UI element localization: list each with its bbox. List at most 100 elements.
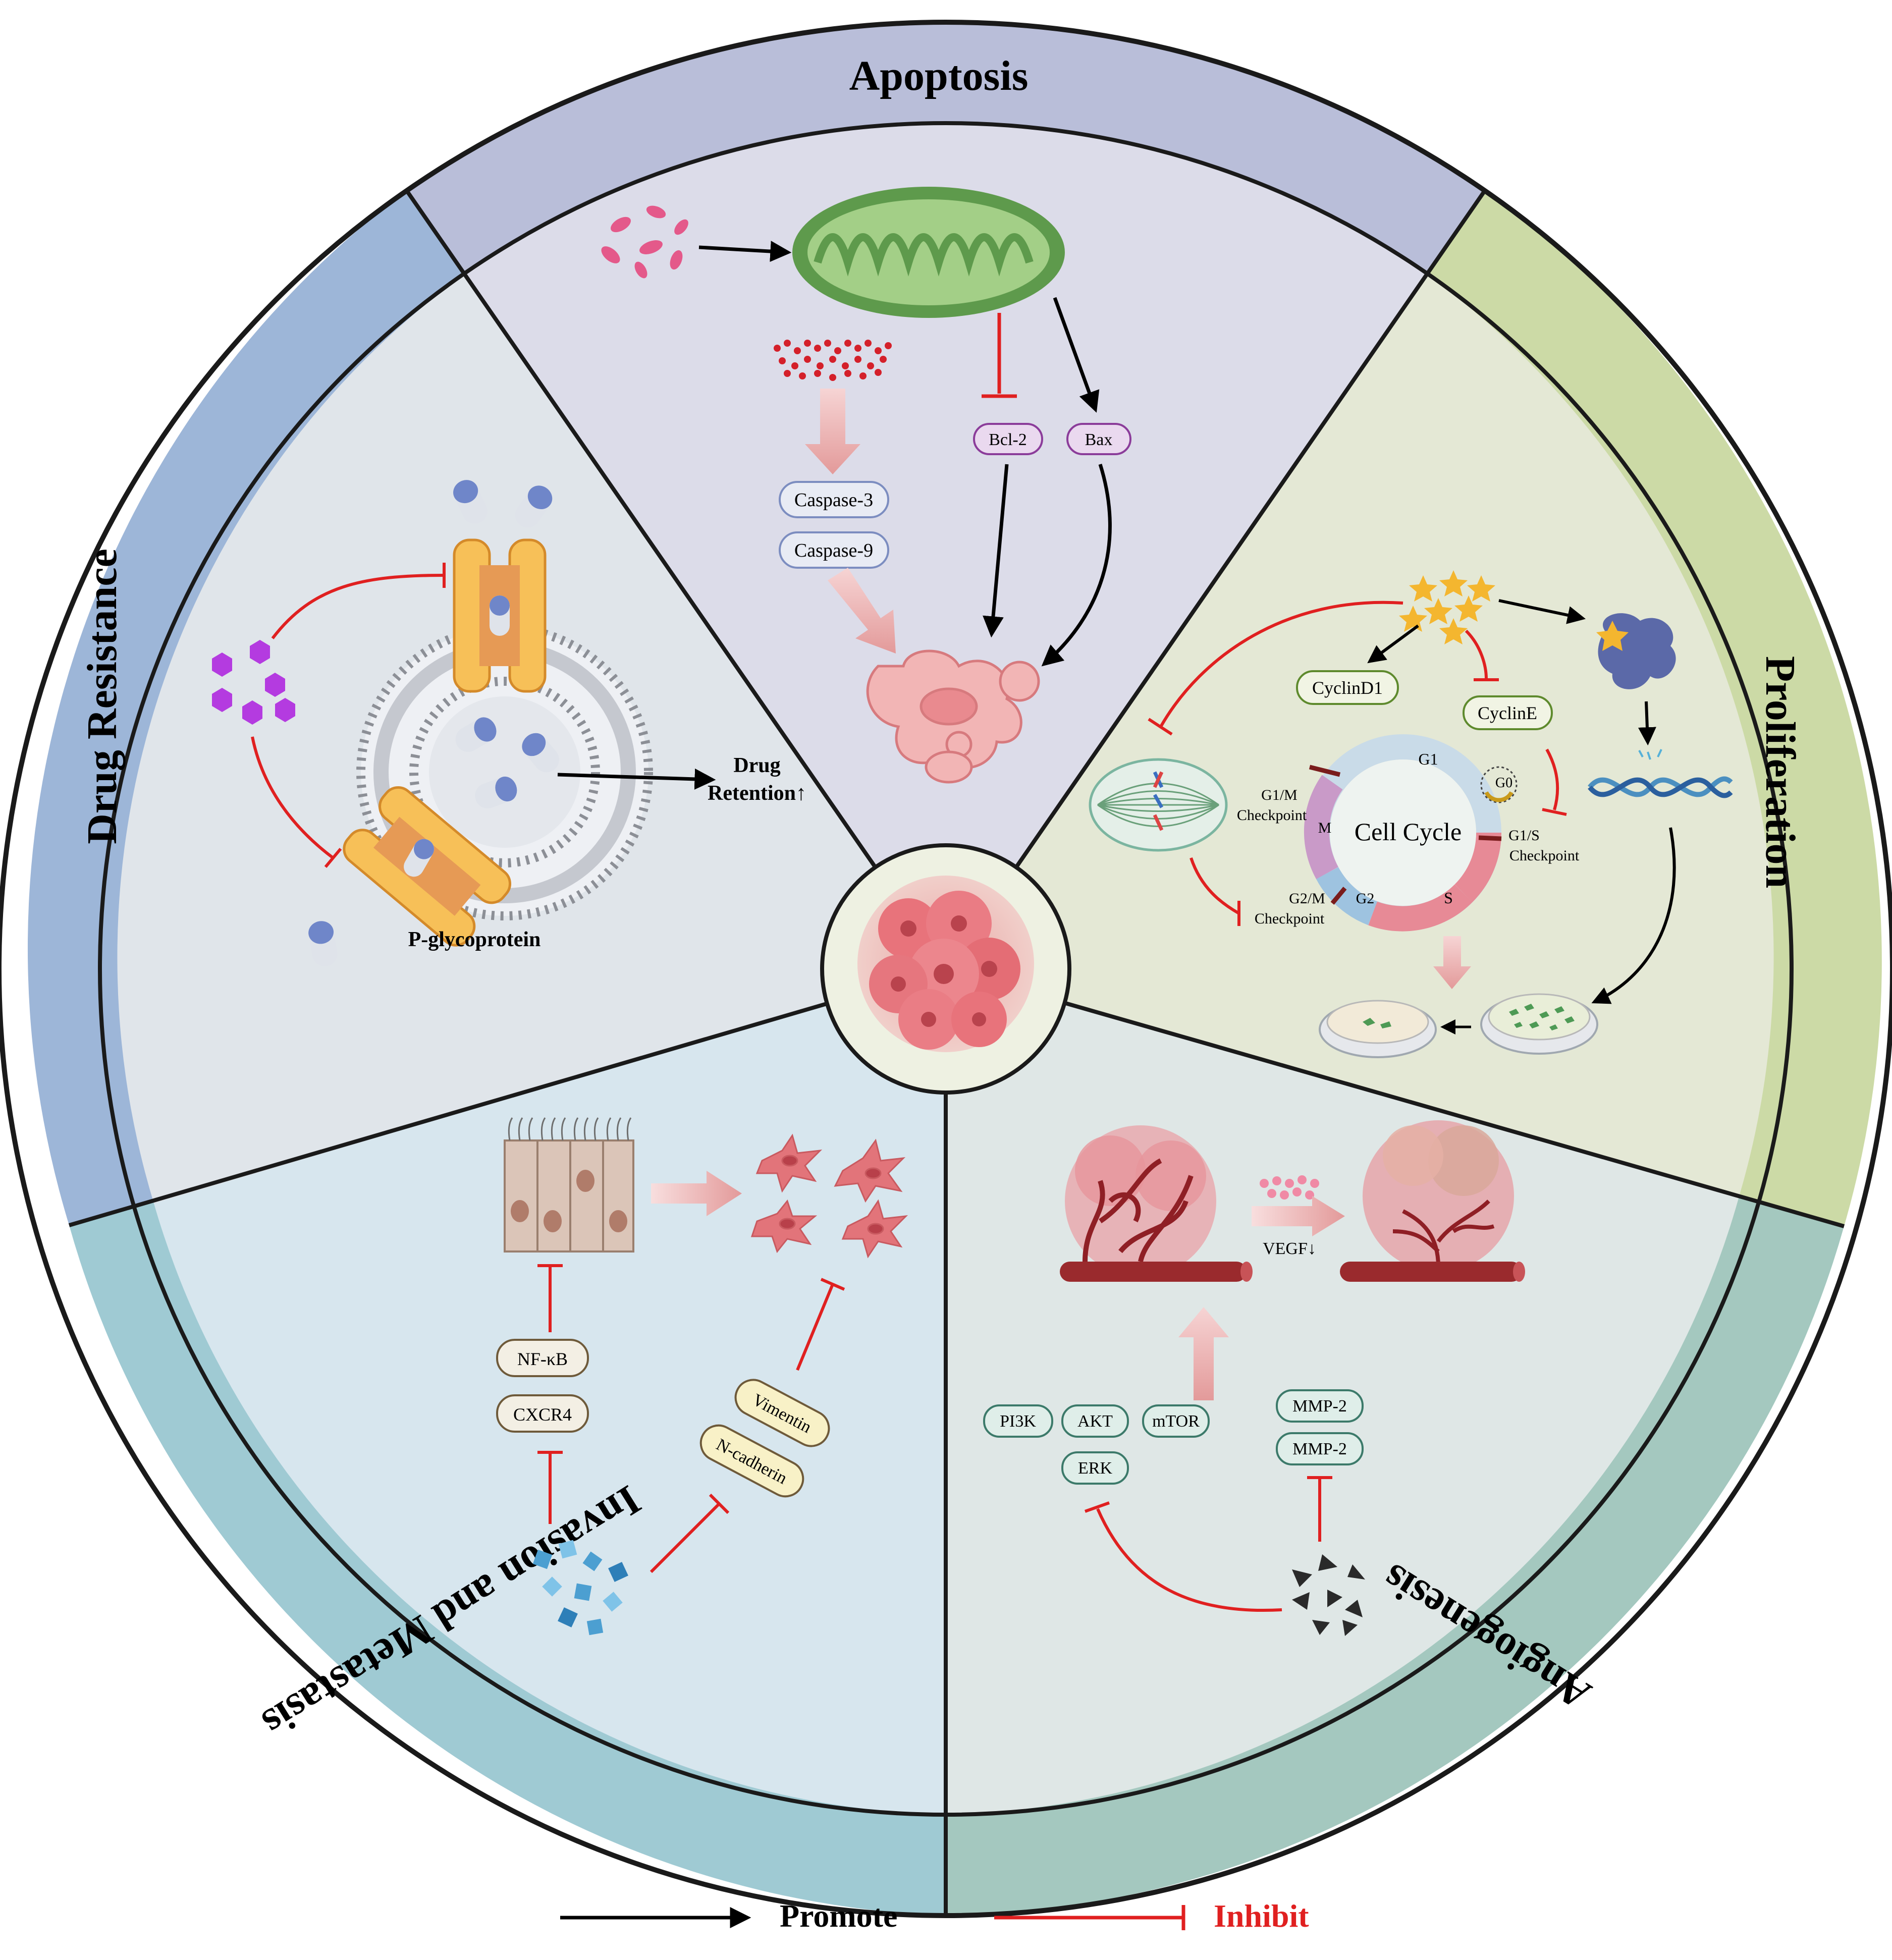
caspase9-box: Caspase-9	[779, 531, 889, 569]
svg-text:Caspase-3: Caspase-3	[794, 489, 873, 511]
compound-stars-icon	[1399, 570, 1495, 644]
arrow-stars-to-cyclind1	[1367, 624, 1419, 664]
inhibit-stars-to-mitosis	[1148, 601, 1403, 736]
g1-label: G1	[1418, 750, 1438, 768]
title-drug-resistance: Drug Resistance	[79, 549, 126, 844]
bcl2-box: Bcl-2	[973, 423, 1043, 455]
legend-inhibit-symbol	[994, 1905, 1185, 1930]
m-label: M	[1318, 820, 1332, 836]
compound-triangles-icon	[1292, 1554, 1365, 1636]
inhibit-cycline-to-g1s	[1542, 748, 1567, 816]
proliferation-panel: CyclinD1 CyclinE	[1089, 570, 1733, 1058]
inhibit-mitosis-to-g2m	[1190, 857, 1240, 926]
dna-helix-icon	[1588, 749, 1733, 798]
cxcr4-box: CXCR4	[496, 1394, 589, 1433]
sector-apoptosis	[465, 124, 1427, 969]
arrow-drug-retention	[557, 768, 716, 790]
svg-text:MMP-2: MMP-2	[1292, 1440, 1347, 1458]
svg-text:Caspase-9: Caspase-9	[794, 540, 873, 561]
svg-text:Bcl-2: Bcl-2	[989, 430, 1027, 449]
pink-arrow-to-caspase	[805, 389, 860, 474]
sector-dividers	[68, 189, 1845, 1916]
g2m-checkpoint-line2: Checkpoint	[1255, 910, 1325, 927]
svg-text:CyclinE: CyclinE	[1478, 703, 1537, 723]
pgp-transporter-top-icon	[453, 538, 547, 693]
central-tumor	[820, 843, 1071, 1095]
compound-hexagons-icon	[212, 640, 295, 725]
svg-text:mTOR: mTOR	[1152, 1412, 1200, 1431]
arrow-particles-to-mito	[698, 241, 792, 262]
inhibit-bcl2	[982, 313, 1017, 398]
inhibit-to-epithelial	[537, 1264, 563, 1332]
akt-box: AKT	[1061, 1404, 1129, 1438]
arrow-receptor-to-dna	[1638, 701, 1656, 746]
pink-arrow-to-dishes	[1433, 936, 1471, 989]
receptor-protein-icon	[1596, 613, 1676, 689]
inhibit-hex-to-pgp-bottom	[251, 736, 342, 868]
svg-text:AKT: AKT	[1077, 1412, 1113, 1431]
arrow-mito-to-bax	[1053, 297, 1100, 413]
cycline-box: CyclinE	[1463, 695, 1553, 730]
cell-cycle-label: Cell Cycle	[1355, 818, 1462, 846]
svg-text:CyclinD1: CyclinD1	[1312, 678, 1383, 698]
pi3k-box: PI3K	[983, 1404, 1053, 1438]
pgp-transporter-bottom-icon	[343, 786, 511, 947]
pink-arrow-vegf	[1252, 1196, 1345, 1236]
sector-invasion	[154, 969, 946, 1815]
erk-box: ERK	[1061, 1451, 1129, 1485]
svg-text:MMP-2: MMP-2	[1292, 1397, 1347, 1415]
compound-cubes-icon	[532, 1540, 628, 1636]
arrow-bcl2-to-cell	[983, 464, 1009, 638]
tumor-cells-icon	[857, 876, 1034, 1052]
mesenchymal-cells-icon	[750, 1133, 908, 1259]
nfkb-box: NF-κB	[496, 1339, 589, 1377]
inhibit-to-mesenchymal	[796, 1278, 845, 1371]
arrow-bax-to-cell	[1041, 463, 1112, 667]
pink-arrow-emt	[651, 1171, 742, 1216]
caspase3-box: Caspase-3	[779, 481, 889, 518]
g1s-checkpoint-line2: Checkpoint	[1509, 847, 1580, 864]
g2-label: G2	[1356, 890, 1375, 907]
drug-retention-line2: Retention↑	[708, 782, 806, 805]
pink-arrow-up-angiogenesis	[1178, 1307, 1229, 1400]
cytochrome-dots-icon	[774, 340, 892, 381]
sector-proliferation	[946, 274, 1774, 1196]
g0-label: G0	[1495, 775, 1512, 791]
g2m-checkpoint-line1: G2/M	[1289, 890, 1325, 907]
vascularized-tumor-icon	[1060, 1125, 1253, 1282]
title-proliferation: Proliferation	[1757, 656, 1804, 888]
petri-dish-right-icon	[1480, 993, 1598, 1055]
arrow-stars-to-receptor	[1498, 599, 1586, 624]
svg-text:PI3K: PI3K	[1000, 1412, 1036, 1431]
epithelial-cells-icon	[504, 1117, 634, 1253]
legend-promote-label: Promote	[780, 1898, 897, 1934]
mtor-box: mTOR	[1142, 1404, 1210, 1438]
inhibit-stars-to-cycline	[1465, 629, 1499, 681]
drug-retention-line1: Drug	[733, 754, 780, 777]
invasion-panel: NF-κB CXCR4 Vimentin N-cadherin	[496, 1117, 908, 1636]
svg-text:ERK: ERK	[1078, 1459, 1112, 1478]
mmp2-box-top: MMP-2	[1276, 1389, 1364, 1423]
drug-resistance-panel: Drug Retention↑ P-glycoprotein	[212, 480, 806, 966]
s-label: S	[1444, 889, 1453, 907]
reduced-vessel-tumor-icon	[1340, 1120, 1525, 1282]
pink-arrow-to-apoptotic-cell	[828, 568, 896, 654]
title-apoptosis: Apoptosis	[849, 52, 1029, 99]
apoptotic-cell-icon	[866, 649, 1040, 784]
drug-pill-icons	[308, 480, 559, 966]
vegf-dots-icon	[1260, 1175, 1319, 1200]
vegf-label: VEGF↓	[1263, 1239, 1316, 1258]
petri-dish-left-icon	[1319, 1000, 1437, 1058]
g1m-checkpoint-line1: G1/M	[1261, 787, 1298, 803]
inhibit-to-nfkb	[537, 1451, 563, 1524]
inhibit-to-ncadherin	[650, 1493, 730, 1573]
g1s-checkpoint-line1: G1/S	[1508, 827, 1540, 844]
legend-inhibit-label: Inhibit	[1214, 1898, 1309, 1934]
arrow-dna-to-dish	[1591, 827, 1676, 1004]
inhibit-hex-to-pgp-top	[271, 563, 446, 639]
legend: Promote Inhibit	[560, 1898, 1309, 1934]
svg-text:NF-κB: NF-κB	[517, 1349, 568, 1369]
mitochondria-icon	[792, 187, 1065, 318]
compound-particles-icon	[601, 205, 688, 279]
